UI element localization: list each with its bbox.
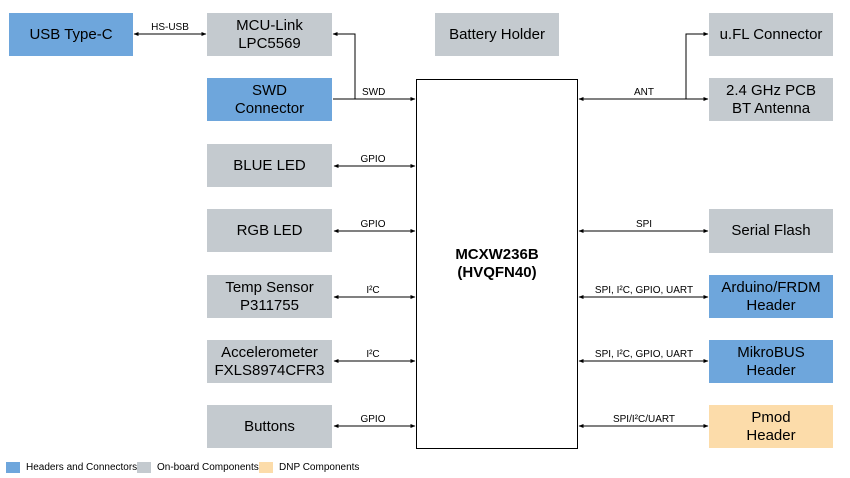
legend-onboard: On-board Components: [137, 461, 259, 473]
mcu-block: MCXW236B (HVQFN40): [416, 79, 578, 449]
signal-gpio-rgb: GPIO: [360, 219, 385, 230]
block-serial-flash: Serial Flash: [709, 209, 833, 253]
signal-spi-flash: SPI: [636, 219, 652, 230]
signal-swd: SWD: [362, 87, 385, 98]
legend-swatch-onboard: [137, 461, 151, 473]
legend-headers: Headers and Connectors: [6, 461, 137, 473]
block-mikrobus-header: MikroBUS Header: [709, 340, 833, 383]
legend-label-headers: Headers and Connectors: [26, 461, 138, 473]
mcu-label: MCXW236B (HVQFN40): [455, 246, 539, 281]
signal-pmod-bus: SPI/I²C/UART: [613, 414, 675, 425]
block-bt-antenna: 2.4 GHz PCB BT Antenna: [709, 78, 833, 121]
signal-gpio-buttons: GPIO: [360, 414, 385, 425]
block-battery-holder: Battery Holder: [435, 13, 559, 56]
block-arduino-header: Arduino/FRDM Header: [709, 275, 833, 318]
signal-mikrobus-bus: SPI, I²C, GPIO, UART: [595, 349, 693, 360]
signal-i2c-accel: I²C: [366, 349, 379, 360]
legend-dnp: DNP Components: [259, 461, 359, 473]
block-usb-type-c: USB Type-C: [9, 13, 133, 56]
wire-mculink-mcu: [332, 32, 416, 101]
legend-swatch-dnp: [259, 461, 273, 473]
legend-swatch-headers: [6, 461, 20, 473]
signal-ant: ANT: [634, 87, 654, 98]
signal-arduino-bus: SPI, I²C, GPIO, UART: [595, 285, 693, 296]
block-blue-led: BLUE LED: [207, 144, 332, 187]
legend-label-onboard: On-board Components: [157, 461, 259, 473]
legend-label-dnp: DNP Components: [279, 461, 360, 473]
signal-i2c-temp: I²C: [366, 285, 379, 296]
signal-gpio-blue: GPIO: [360, 154, 385, 165]
wire-ufl: [685, 32, 709, 99]
block-rgb-led: RGB LED: [207, 209, 332, 252]
block-ufl-connector: u.FL Connector: [709, 13, 833, 56]
block-buttons: Buttons: [207, 405, 332, 448]
block-temp-sensor: Temp Sensor P311755: [207, 275, 332, 318]
signal-hs-usb: HS-USB: [151, 22, 189, 33]
block-swd-connector: SWD Connector: [207, 78, 332, 121]
block-pmod-header: Pmod Header: [709, 405, 833, 448]
block-mcu-link: MCU-Link LPC5569: [207, 13, 332, 56]
block-accelerometer: Accelerometer FXLS8974CFR3: [207, 340, 332, 383]
